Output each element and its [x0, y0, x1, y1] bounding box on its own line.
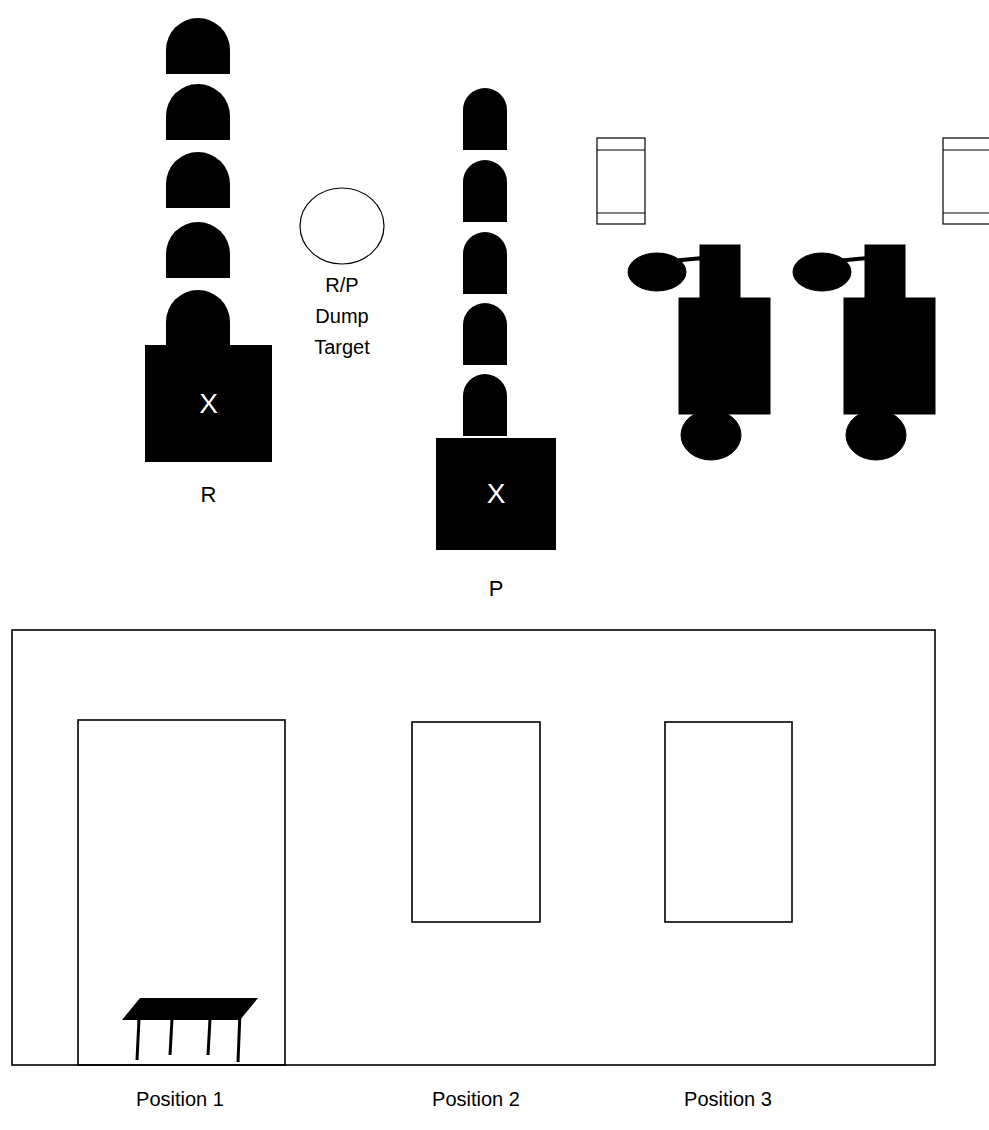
person-silhouette [463, 303, 507, 365]
position-label: Position 2 [432, 1088, 520, 1111]
person-silhouette [463, 232, 507, 294]
marker-box: XR [145, 345, 272, 462]
person-silhouette [166, 222, 230, 278]
person-silhouette [463, 88, 507, 150]
person-silhouette [463, 160, 507, 222]
person-silhouette [463, 374, 507, 436]
person-silhouette [166, 84, 230, 140]
target-circle: R/P Dump Target [296, 186, 388, 346]
target-outline [296, 186, 388, 268]
target-label: R/P Dump Target [307, 270, 377, 363]
box-heading: R [105, 484, 312, 506]
building-wall [12, 630, 935, 1065]
small-frames [597, 138, 989, 224]
box-mark: X [145, 390, 272, 418]
position-label: Position 1 [136, 1088, 224, 1111]
table-figure [122, 998, 258, 1062]
marker-box: XP [436, 438, 556, 550]
person-silhouette [166, 290, 230, 346]
position-label: Position 3 [684, 1088, 772, 1111]
box-heading: P [396, 578, 596, 600]
person-silhouette [166, 18, 230, 74]
cart-figures [628, 245, 935, 460]
person-silhouette [166, 152, 230, 208]
box-mark: X [436, 480, 556, 508]
